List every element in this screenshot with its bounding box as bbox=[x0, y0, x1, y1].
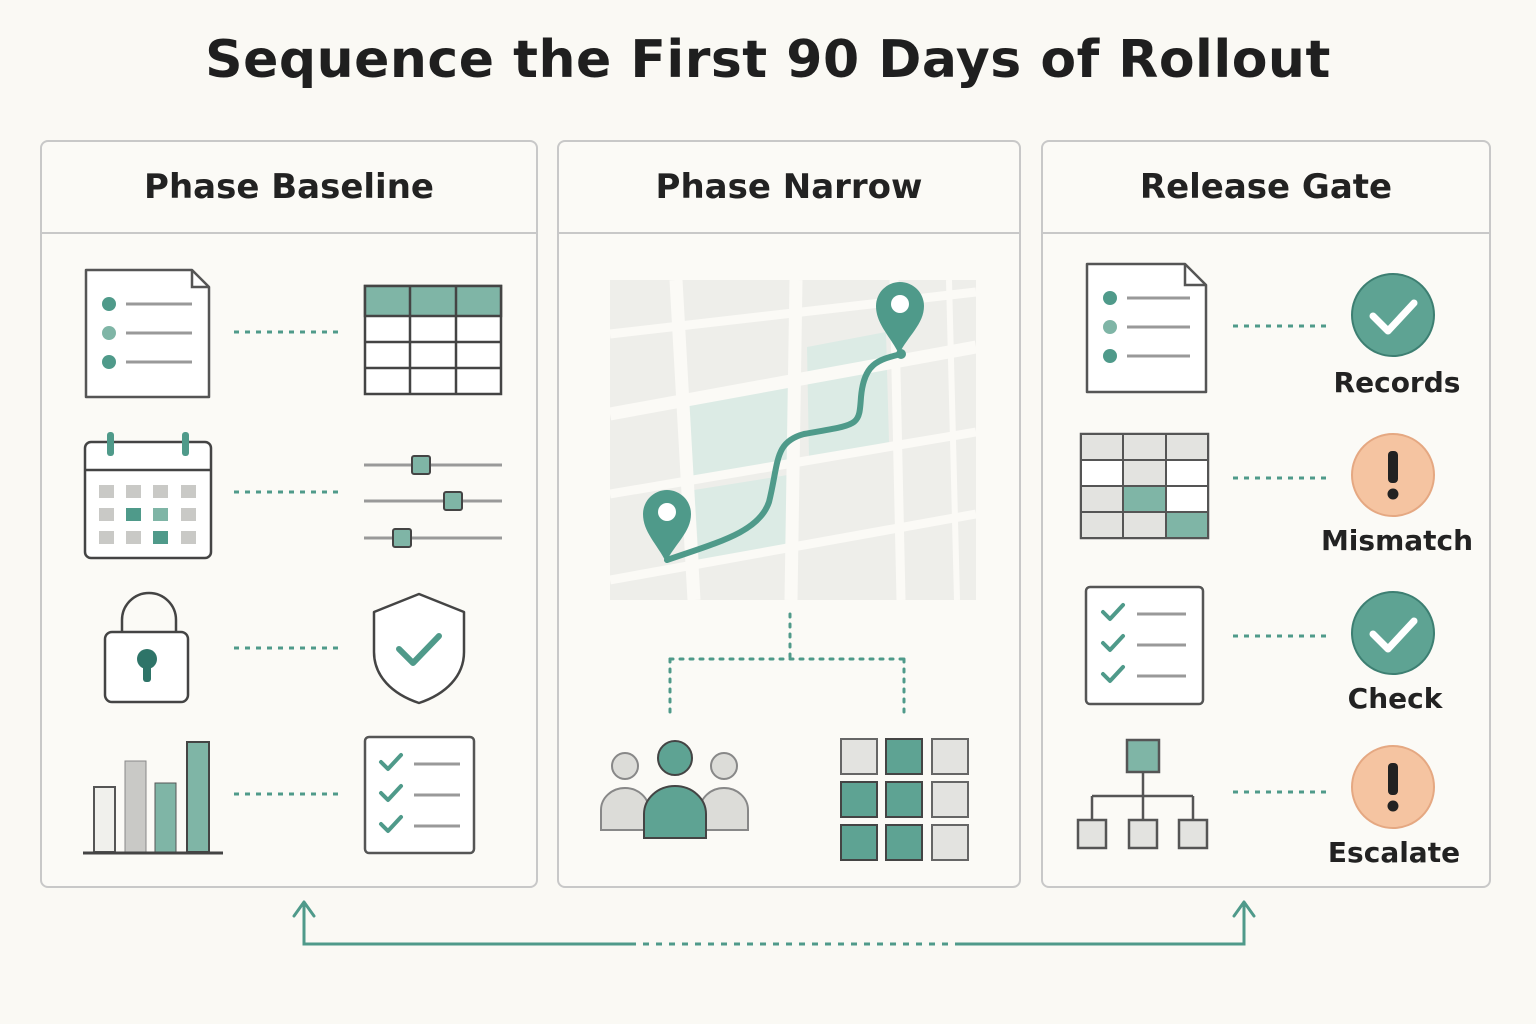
grid-icon bbox=[840, 738, 969, 861]
bar-chart-icon bbox=[83, 741, 223, 855]
check-circle-icon bbox=[1351, 591, 1435, 675]
calendar-icon bbox=[83, 432, 213, 560]
table-highlight-icon bbox=[1079, 432, 1210, 540]
status-label-mismatch: Mismatch bbox=[1320, 524, 1474, 557]
release-gate-art bbox=[1076, 262, 1435, 850]
alert-circle-icon bbox=[1351, 745, 1435, 829]
release-gate-heading: Release Gate bbox=[1043, 142, 1489, 234]
alert-circle-icon bbox=[1351, 433, 1435, 517]
status-label-check: Check bbox=[1347, 682, 1443, 715]
phase-narrow-panel: Phase Narrow bbox=[557, 140, 1021, 888]
team-icon bbox=[600, 740, 749, 839]
phase-narrow-art bbox=[600, 279, 978, 861]
checklist-icon bbox=[1084, 585, 1205, 706]
phase-baseline-art bbox=[83, 268, 503, 855]
checklist-icon bbox=[363, 735, 476, 855]
phase-narrow-heading: Phase Narrow bbox=[559, 142, 1019, 234]
branch-connector bbox=[668, 612, 906, 716]
lock-icon bbox=[103, 591, 190, 704]
phase-baseline-panel: Phase Baseline bbox=[40, 140, 538, 888]
phase-baseline-heading: Phase Baseline bbox=[42, 142, 536, 234]
sliders-icon bbox=[364, 455, 502, 548]
check-circle-icon bbox=[1351, 273, 1435, 357]
document-list-icon bbox=[1085, 262, 1208, 394]
table-icon bbox=[363, 284, 503, 396]
document-list-icon bbox=[84, 268, 211, 399]
feedback-loop-arrow bbox=[292, 900, 1256, 946]
status-label-records: Records bbox=[1333, 366, 1461, 399]
page-title: Sequence the First 90 Days of Rollout bbox=[205, 30, 1331, 90]
hierarchy-icon bbox=[1076, 738, 1209, 850]
release-gate-panel: Release Gate bbox=[1041, 140, 1491, 888]
shield-check-icon bbox=[372, 592, 466, 705]
status-label-escalate: Escalate bbox=[1327, 836, 1461, 869]
route-map-icon bbox=[608, 279, 978, 601]
